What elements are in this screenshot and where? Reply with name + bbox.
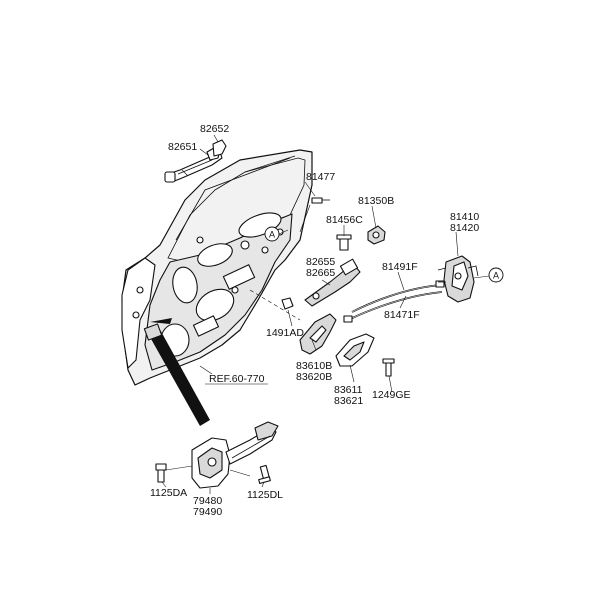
door-latch-81410 — [437, 255, 479, 303]
cable-81471F — [343, 291, 443, 323]
ref-circle-a-left: A — [264, 226, 280, 242]
rear-door-panel — [121, 149, 313, 386]
label-81420: 81420 — [450, 222, 479, 234]
label-81477: 81477 — [306, 171, 335, 183]
label-82655: 82655 — [306, 256, 335, 268]
label-81410: 81410 — [450, 211, 479, 223]
striker-81350B — [367, 225, 386, 245]
label-82665: 82665 — [306, 267, 335, 279]
bolt-81456C — [336, 234, 352, 251]
label-81350B: 81350B — [358, 195, 394, 207]
bolt-1125DL — [258, 464, 271, 485]
label-82651: 82651 — [168, 141, 197, 153]
label-82652: 82652 — [200, 123, 229, 135]
bolt-81477 — [311, 197, 330, 204]
svg-text:A: A — [269, 230, 275, 240]
label-1125DL: 1125DL — [247, 489, 283, 501]
label-81491F: 81491F — [382, 261, 418, 273]
label-ref-60-770: REF.60-770 — [209, 373, 265, 385]
ref-circle-a-right: A — [488, 267, 504, 283]
label-81471F: 81471F — [384, 309, 420, 321]
inside-handle-rod-82655 — [304, 258, 361, 307]
label-81456C: 81456C — [326, 214, 363, 226]
label-83621: 83621 — [334, 395, 363, 407]
label-1125DA: 1125DA — [150, 487, 187, 499]
label-79490: 79490 — [193, 506, 222, 518]
checker-guide-arrow — [143, 318, 210, 426]
handle-bezel-83611 — [335, 333, 375, 367]
inside-handle-83610B — [299, 313, 337, 355]
bolt-1125DA — [155, 463, 167, 483]
door-checker-79480 — [191, 421, 279, 489]
label-1249GE: 1249GE — [372, 389, 411, 401]
label-83620B: 83620B — [296, 371, 332, 383]
svg-text:A: A — [493, 271, 499, 281]
cable-81491F — [351, 280, 445, 313]
screw-1249GE — [382, 358, 395, 377]
clip-1491AD — [281, 297, 294, 310]
label-83611: 83611 — [334, 384, 363, 396]
label-1491AD: 1491AD — [266, 327, 304, 339]
outside-handle-cover-82652 — [212, 139, 227, 157]
label-79480: 79480 — [193, 495, 222, 507]
label-83610B: 83610B — [296, 360, 332, 372]
